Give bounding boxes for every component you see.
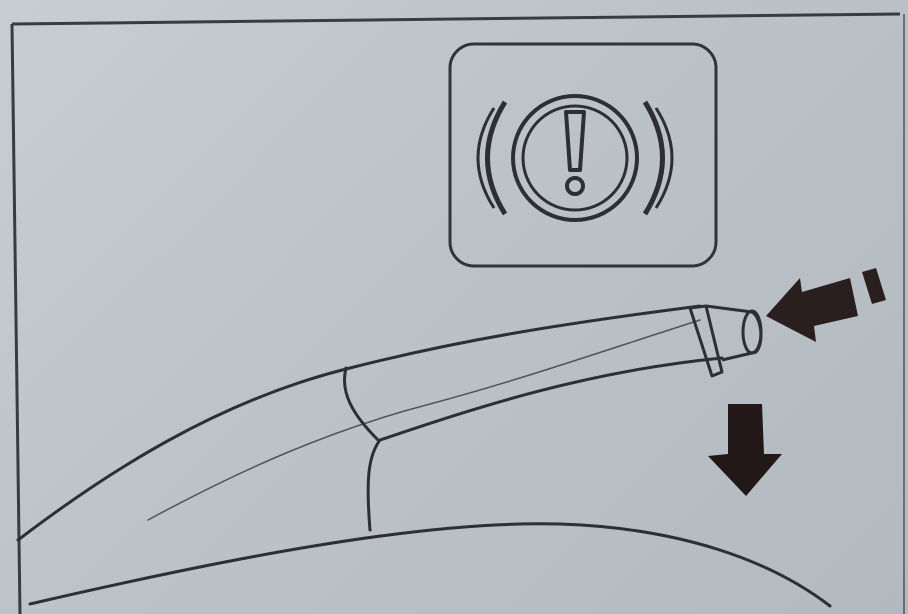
brake-warning-indicator	[450, 44, 716, 266]
arrow-push-icon	[766, 268, 886, 342]
release-button	[690, 306, 761, 376]
brake-warning-icon	[478, 96, 672, 220]
arrow-down-icon	[708, 404, 782, 496]
